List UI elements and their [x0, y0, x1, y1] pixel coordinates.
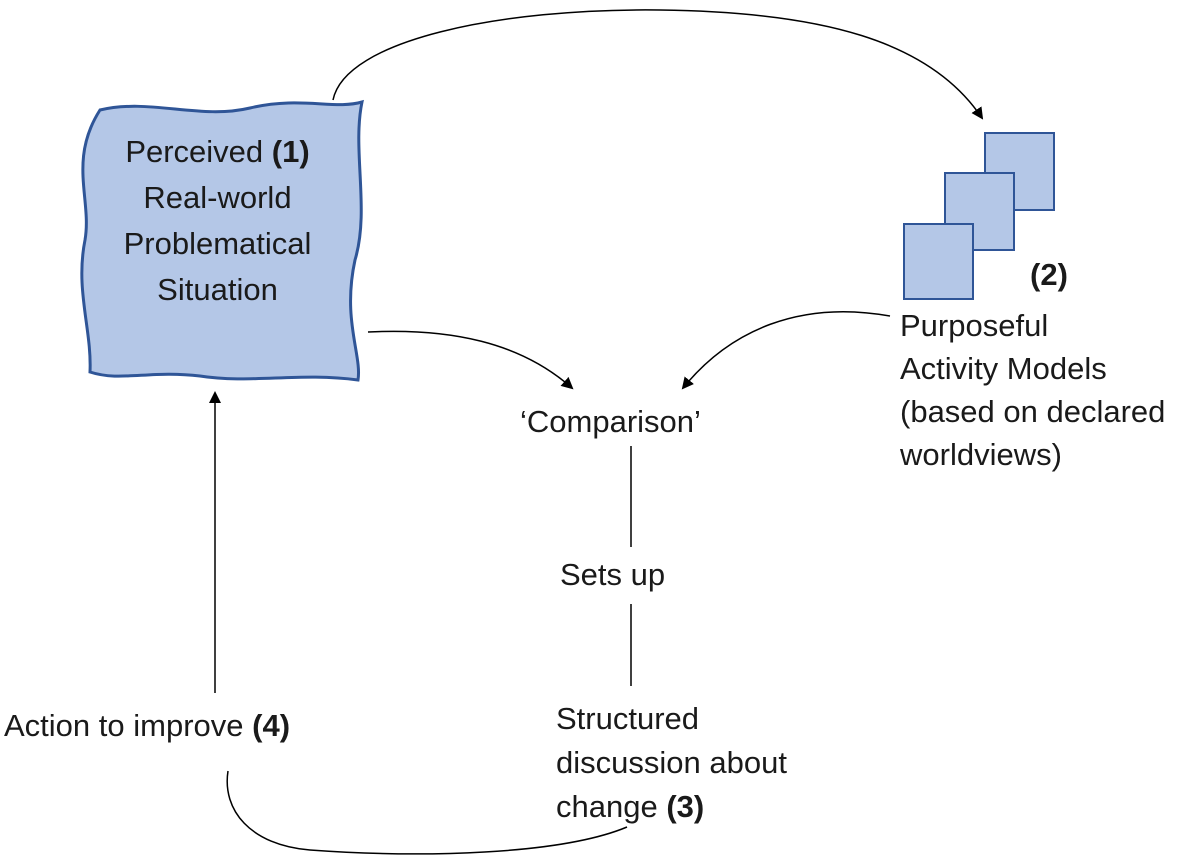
- models-line-4: worldviews): [900, 437, 1062, 472]
- arrow-situation-to-comparison: [367, 330, 574, 390]
- situation-number: (1): [271, 134, 310, 169]
- arrow-situation-to-models: [332, 9, 984, 120]
- situation-line-4: Situation: [157, 272, 278, 307]
- arrow-models-to-comparison: [681, 310, 891, 390]
- action-number: (4): [252, 708, 291, 743]
- sets-up-label: Sets up: [560, 557, 666, 592]
- model-box-front: [903, 223, 974, 300]
- situation-blob: [80, 99, 364, 382]
- models-number: (2): [1030, 257, 1068, 292]
- situation-line-2: Real-world: [143, 180, 292, 215]
- models-line-1: Purposeful: [900, 308, 1049, 343]
- discussion-line-3: change (3): [556, 789, 705, 824]
- action-label: Action to improve (4): [4, 707, 290, 745]
- situation-line-1: Perceived (1): [125, 134, 310, 169]
- line-discussion-to-action: [226, 770, 628, 855]
- action-text: Action to improve: [4, 708, 244, 743]
- models-line-2: Activity Models: [900, 351, 1107, 386]
- models-label: Purposeful Activity Models (based on dec…: [900, 304, 1165, 476]
- situation-label: Perceived (1) Real-world Problematical S…: [95, 133, 340, 309]
- discussion-line-1: Structured: [556, 701, 700, 736]
- comparison-label: ‘Comparison’: [520, 404, 701, 439]
- situation-line-3: Problematical: [123, 226, 312, 261]
- discussion-label: Structured discussion about change (3): [556, 697, 787, 829]
- discussion-line-2: discussion about: [556, 745, 787, 780]
- discussion-number: (3): [666, 789, 705, 824]
- models-line-3: (based on declared: [900, 394, 1166, 429]
